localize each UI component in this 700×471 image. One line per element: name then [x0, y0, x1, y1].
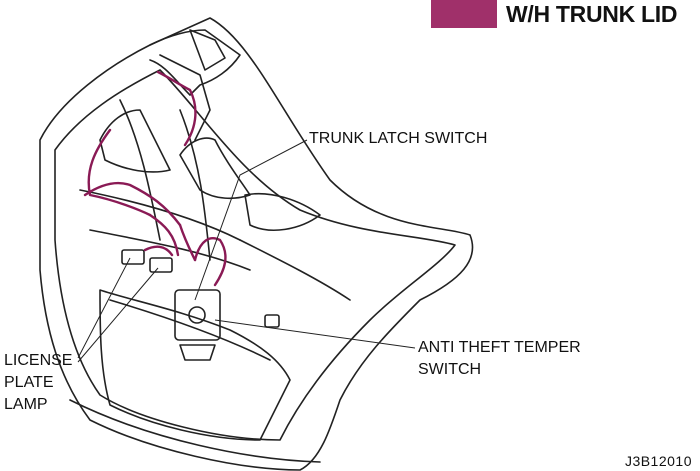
- anti-theft-leader: [214, 319, 416, 349]
- center-opening: [179, 137, 251, 200]
- latch-mechanism: [174, 289, 221, 341]
- page-title: W/H TRUNK LID: [506, 1, 678, 27]
- anti-theft-label-line1: ANTI THEFT TEMPER: [418, 339, 581, 356]
- figure-code: J3B12010: [624, 453, 692, 469]
- hinge-arm: [149, 29, 241, 96]
- license-leader-1: [77, 257, 131, 359]
- license-lamp-right: [149, 257, 173, 273]
- anti-theft-label-line2: SWITCH: [418, 361, 482, 378]
- inner-panel: [54, 69, 456, 441]
- license-lamp-left: [121, 249, 145, 265]
- left-opening: [99, 109, 171, 173]
- license-label-line1: LICENSE: [4, 352, 73, 369]
- trunk-latch-switch-label: TRUNK LATCH SWITCH: [309, 130, 488, 147]
- side-bracket: [264, 314, 280, 328]
- trunk-latch-leader: [194, 139, 308, 301]
- license-label-line2: PLATE: [4, 374, 54, 391]
- wiring-harness: [83, 70, 227, 287]
- title-color-block: [431, 0, 497, 28]
- license-leader-2: [77, 267, 159, 363]
- license-plate-recess: [99, 289, 291, 441]
- anti-theft-switch-label: ANTI THEFT TEMPER SWITCH: [418, 337, 581, 381]
- trunk-lid-outline: [39, 17, 474, 471]
- license-label-line3: LAMP: [4, 396, 48, 413]
- right-cavity: [244, 192, 321, 231]
- license-plate-lamp-label: LICENSE PLATE LAMP: [4, 350, 72, 416]
